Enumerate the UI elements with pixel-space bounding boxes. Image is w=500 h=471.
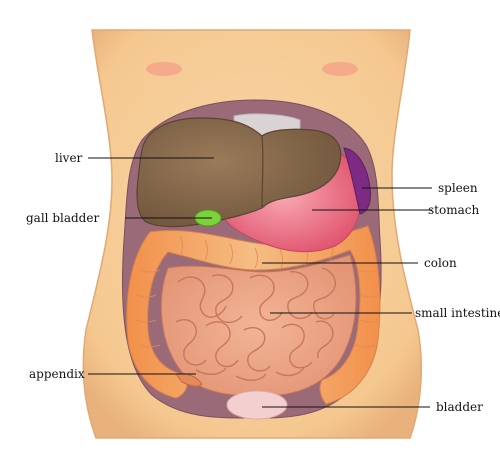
small-intestine bbox=[160, 254, 357, 397]
liver bbox=[136, 117, 342, 228]
spleen bbox=[343, 147, 371, 215]
label-stomach: stomach bbox=[428, 203, 480, 217]
label-gall-bladder: gall bladder bbox=[26, 211, 100, 225]
colon bbox=[126, 225, 381, 405]
colon-haustra bbox=[135, 235, 381, 348]
label-bladder: bladder bbox=[436, 400, 483, 414]
label-appendix: appendix bbox=[29, 367, 85, 381]
bladder bbox=[226, 390, 288, 420]
right-nipple bbox=[322, 62, 358, 76]
liver-fissure bbox=[261, 135, 264, 209]
left-nipple bbox=[146, 62, 182, 76]
leader-lines bbox=[88, 157, 432, 408]
label-liver: liver bbox=[55, 151, 83, 165]
label-spleen: spleen bbox=[438, 181, 478, 195]
label-colon: colon bbox=[424, 256, 457, 270]
label-small-intestine: small intestine bbox=[415, 306, 500, 320]
intestine-coils bbox=[175, 267, 336, 381]
